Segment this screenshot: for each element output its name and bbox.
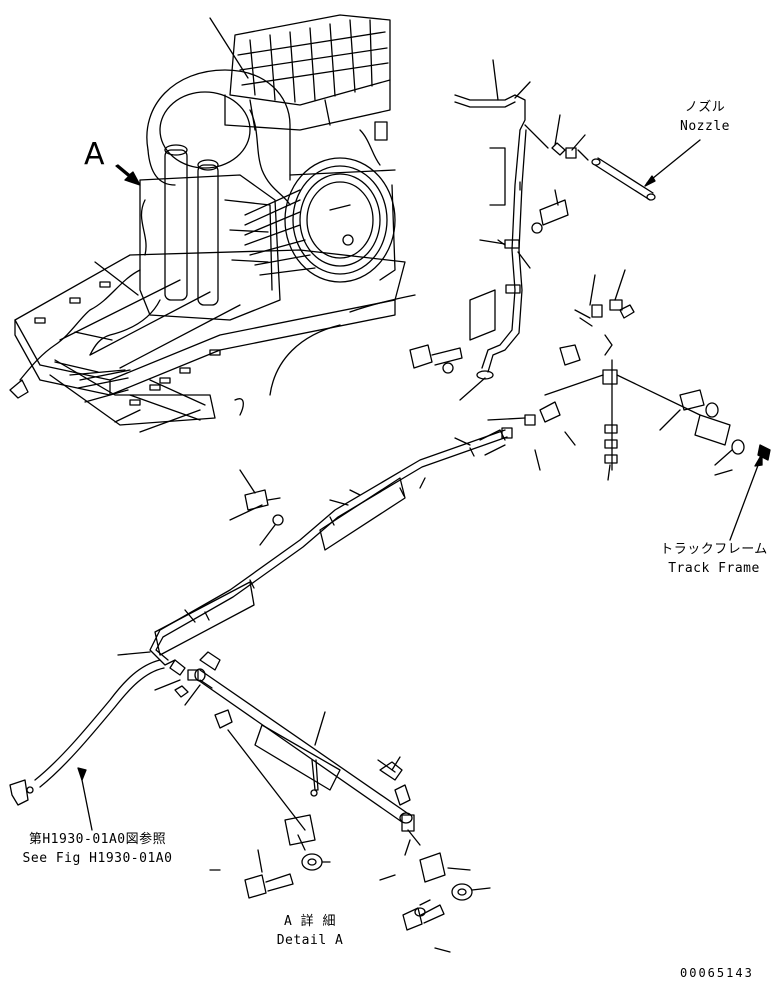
drawing-number: 00065143 bbox=[680, 966, 754, 980]
detail-a-marker: A bbox=[84, 137, 106, 172]
track-frame-label-jp: トラックフレーム bbox=[660, 542, 768, 557]
nozzle-label-en: Nozzle bbox=[680, 119, 730, 134]
see-fig-label-en: See Fig H1930-01A0 bbox=[22, 851, 173, 866]
see-fig-label-jp: 第H1930-01A0図参照 bbox=[28, 832, 167, 847]
track-frame-label-en: Track Frame bbox=[668, 561, 760, 576]
nozzle-label-jp: ノズル bbox=[684, 100, 726, 115]
nozzle-line-assembly bbox=[409, 94, 771, 541]
detail-label-jp: A 詳 細 bbox=[284, 914, 336, 929]
long-pipe-assembly bbox=[149, 427, 513, 666]
detail-a-assembly bbox=[9, 651, 473, 931]
engine-assembly bbox=[9, 14, 416, 426]
detail-label-en: Detail A bbox=[276, 933, 344, 948]
